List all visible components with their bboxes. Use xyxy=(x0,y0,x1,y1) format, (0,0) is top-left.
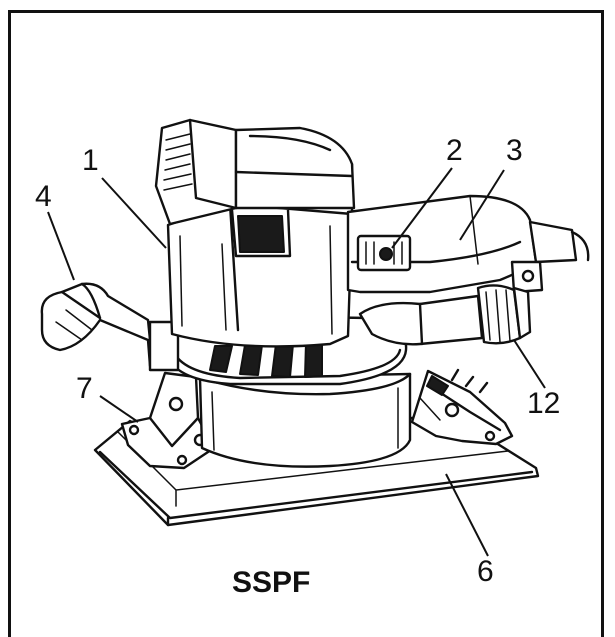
on-off-switch xyxy=(356,234,412,272)
callout-6: 6 xyxy=(477,555,494,588)
pad-housing xyxy=(198,372,412,468)
figure-frame xyxy=(8,10,604,637)
dust-nozzle xyxy=(358,284,532,346)
callout-1: 1 xyxy=(82,144,99,177)
model-label: SSPF xyxy=(232,566,310,599)
front-paper-clamp xyxy=(410,368,514,446)
front-handle xyxy=(40,282,180,372)
rear-paper-clamp xyxy=(120,371,216,470)
callout-2: 2 xyxy=(446,134,463,167)
motor-housing xyxy=(166,153,354,348)
callout-3: 3 xyxy=(506,134,523,167)
callout-7: 7 xyxy=(76,372,93,405)
callout-leaders xyxy=(47,167,546,557)
motor-top-cap xyxy=(154,118,356,226)
callout-4: 4 xyxy=(35,180,52,213)
callout-12: 12 xyxy=(527,387,560,420)
